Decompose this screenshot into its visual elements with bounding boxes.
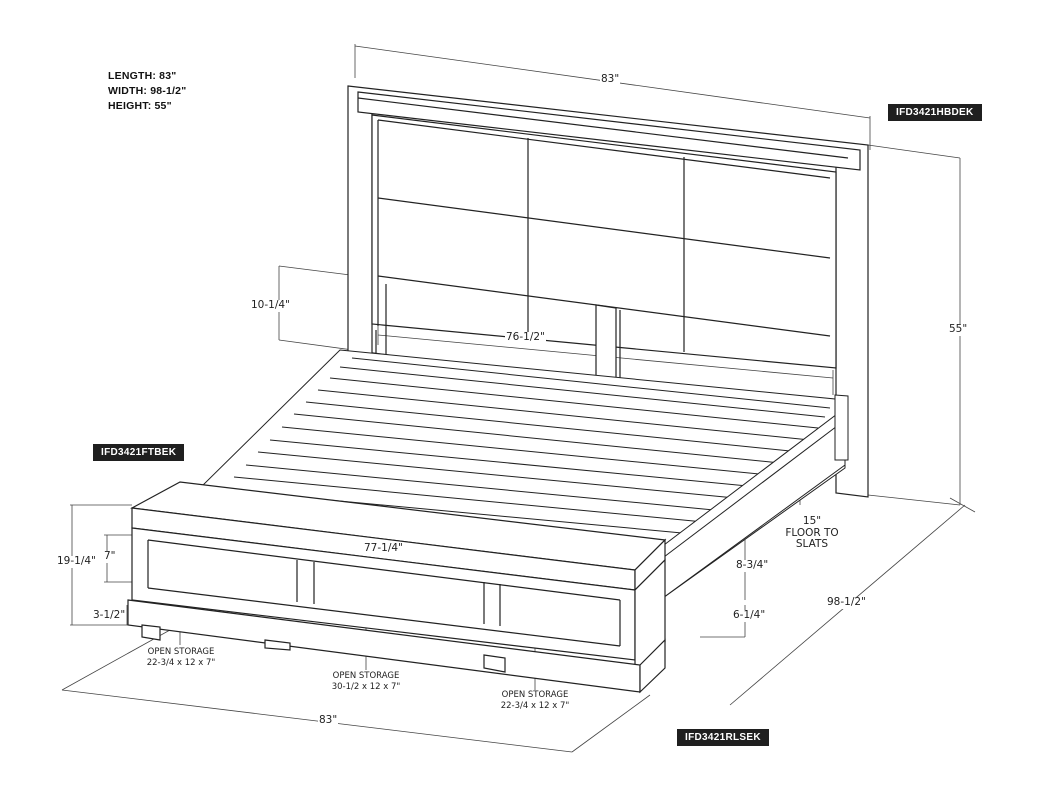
spec-height: HEIGHT: 55" [108, 100, 172, 112]
storage-left-size: 22-3/4 x 12 x 7" [146, 657, 216, 668]
dim-floor-to-slats-line2: SLATS [795, 538, 829, 551]
dim-headboard-width: 83" [600, 73, 621, 86]
storage-middle-size: 30-1/2 x 12 x 7" [331, 681, 401, 692]
dim-rail-clearance: 6-1/4" [732, 609, 767, 622]
storage-left-label: OPEN STORAGE [147, 647, 215, 657]
storage-middle-label: OPEN STORAGE [332, 671, 400, 681]
dim-inner-width: 76-1/2" [505, 331, 546, 344]
headboard [347, 85, 869, 498]
storage-left: OPEN STORAGE 22-3/4 x 12 x 7" [125, 647, 237, 668]
storage-right-size: 22-3/4 x 12 x 7" [500, 700, 570, 711]
part-label-headboard: IFD3421HBDEK [888, 104, 982, 121]
dim-height-total: 55" [948, 323, 969, 336]
spec-length: LENGTH: 83" [108, 70, 177, 82]
part-label-footboard: IFD3421FTBEK [93, 444, 185, 461]
dim-headboard-gap: 10-1/4" [250, 299, 291, 312]
storage-right: OPEN STORAGE 22-3/4 x 12 x 7" [462, 690, 608, 711]
dim-rail-height: 8-3/4" [735, 559, 770, 572]
storage-right-label: OPEN STORAGE [501, 690, 569, 700]
storage-middle: OPEN STORAGE 30-1/2 x 12 x 7" [290, 671, 442, 692]
part-label-rails: IFD3421RLSEK [677, 729, 769, 746]
dim-base-height: 3-1/2" [92, 609, 127, 622]
dim-floor-to-slats: 15" FLOOR TO SLATS [783, 515, 841, 551]
dim-footboard-height: 19-1/4" [56, 555, 97, 568]
dim-footboard-width: 83" [318, 714, 339, 727]
dim-drawer-height: 7" [103, 550, 117, 563]
dim-floor-to-slats-line1: FLOOR TO [785, 526, 839, 539]
dim-length-total: 98-1/2" [826, 596, 867, 609]
slat-deck [198, 349, 849, 601]
spec-width: WIDTH: 98-1/2" [108, 85, 187, 97]
dim-floor-to-slats-value: 15" [802, 515, 822, 527]
dim-footboard-inner: 77-1/4" [363, 542, 404, 555]
